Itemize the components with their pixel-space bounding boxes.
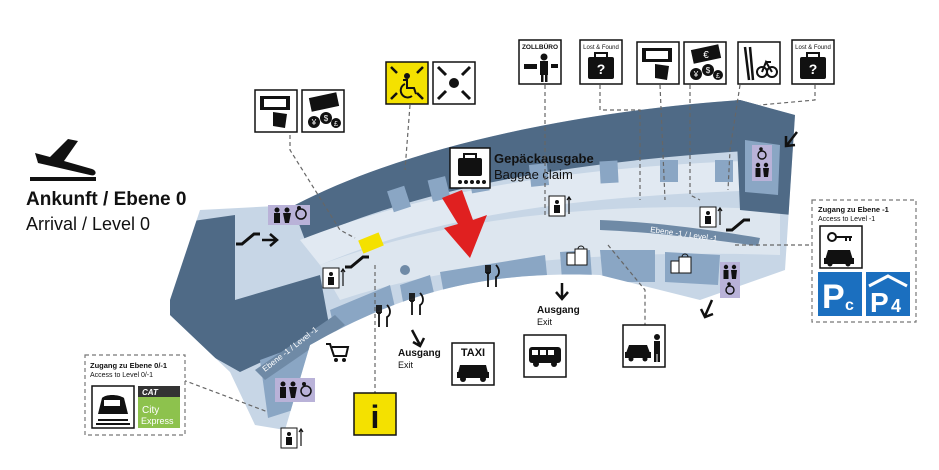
escalator-icon xyxy=(236,232,260,246)
accessible-meeting-point-icon xyxy=(385,61,429,105)
pound-symbol: £ xyxy=(334,121,338,128)
access-level-0-minus1-panel: Zugang zu Ebene 0/-1 Access to Level 0/-… xyxy=(84,354,186,436)
car-key-icon xyxy=(819,225,863,269)
plane-landing-icon xyxy=(30,139,96,181)
exit-label-en-1: Exit xyxy=(398,360,414,370)
shopping-icon-2 xyxy=(670,253,692,274)
dollar-symbol-2: $ xyxy=(706,66,711,75)
pound-symbol-2: £ xyxy=(716,73,720,80)
currency-exchange-icon: ¥ $ £ xyxy=(301,89,345,133)
svg-text:?: ? xyxy=(597,61,606,77)
baggage-claim-subtitle: Baggae claim xyxy=(494,167,573,182)
info-symbol: i xyxy=(371,399,380,435)
cat-logo-text: CAT xyxy=(142,388,159,397)
escalator-icon-2 xyxy=(345,255,369,269)
restroom-icon-3 xyxy=(752,145,772,181)
parking-pc-main: P xyxy=(822,278,845,316)
parking-p4-main: P xyxy=(870,287,889,318)
train-icon xyxy=(91,385,135,429)
restaurant-icon-3 xyxy=(376,304,391,327)
escalator-marker xyxy=(400,265,410,275)
lost-found-icon-2: Lost & Found ? xyxy=(791,39,835,85)
lost-found-icon: Lost & Found ? xyxy=(579,39,623,85)
meeting-point-icon xyxy=(432,61,476,105)
arrow-down-icon xyxy=(410,329,426,348)
access-left-de: Zugang zu Ebene 0/-1 xyxy=(90,361,167,370)
access-right-de: Zugang zu Ebene -1 xyxy=(818,205,889,214)
lost-found-label-2: Lost & Found xyxy=(795,45,831,51)
taxi-label: TAXI xyxy=(461,347,485,359)
baggage-claim-title: Gepäckausgabe xyxy=(494,151,594,166)
bus-icon xyxy=(523,334,567,378)
arrow-right-icon xyxy=(262,233,279,247)
svg-text:?: ? xyxy=(809,61,818,77)
customs-icon: ZOLLBÜRO xyxy=(518,39,562,85)
taxi-icon: TAXI xyxy=(451,342,495,386)
elevator-icon xyxy=(322,267,346,289)
restroom-icon xyxy=(268,205,310,225)
access-right-en: Access to Level -1 xyxy=(818,216,875,223)
restroom-icon-4 xyxy=(275,378,315,402)
exit-label-de-2: Ausgang xyxy=(537,305,580,316)
shopping-icon xyxy=(566,245,588,266)
elevator-icon-2 xyxy=(548,195,572,217)
cart-icon xyxy=(326,343,350,362)
west-block xyxy=(170,215,330,372)
info-desk-marker xyxy=(358,232,384,254)
parking-p4-sub: 4 xyxy=(891,296,901,316)
access-left-en: Access to Level 0/-1 xyxy=(90,372,153,379)
parking-p4-icon: P 4 xyxy=(866,272,910,318)
atm-icon-2 xyxy=(636,41,680,85)
euro-symbol: € xyxy=(703,50,709,61)
restroom-icon-2 xyxy=(720,262,740,298)
info-icon: i xyxy=(353,392,397,436)
bicycle-ski-icon xyxy=(737,41,781,85)
atm-icon xyxy=(254,89,298,133)
exit-label-de-1: Ausgang xyxy=(398,348,441,359)
dollar-symbol: $ xyxy=(324,114,329,123)
city-express-name-2: Express xyxy=(141,416,174,426)
lost-found-label-1: Lost & Found xyxy=(583,45,619,51)
car-rental-icon xyxy=(622,324,666,368)
exit-label-en-2: Exit xyxy=(537,317,553,327)
parking-pc-sub: c xyxy=(845,297,854,314)
leader-lines xyxy=(182,84,816,413)
elevator-icon-4 xyxy=(280,427,304,449)
restaurant-icon xyxy=(485,264,500,287)
city-express-name-1: City xyxy=(142,405,159,416)
arrow-down-icon-2 xyxy=(555,283,569,301)
city-express-logo: CAT City Express xyxy=(138,386,180,428)
arrow-down-icon-3 xyxy=(699,299,714,319)
you-are-here-arrow xyxy=(442,190,487,258)
yen-symbol: ¥ xyxy=(311,118,317,127)
restaurant-icon-2 xyxy=(409,292,424,315)
page-title: Ankunft / Ebene 0 xyxy=(26,189,186,210)
parking-pc-icon: P c xyxy=(818,272,862,316)
arrow-down-icon-4 xyxy=(784,131,798,148)
elevator-icon-3 xyxy=(699,206,723,228)
escalator-icon-3 xyxy=(726,218,750,232)
page-subtitle: Arrival / Level 0 xyxy=(26,214,150,234)
baggage-claim-icon xyxy=(449,147,491,189)
yen-symbol-2: ¥ xyxy=(693,70,699,79)
currency-exchange-icon-2: € ¥ $ £ xyxy=(683,41,727,85)
access-level-minus1-panel: Zugang zu Ebene -1 Access to Level -1 P … xyxy=(811,199,917,323)
customs-label: ZOLLBÜRO xyxy=(522,42,558,51)
